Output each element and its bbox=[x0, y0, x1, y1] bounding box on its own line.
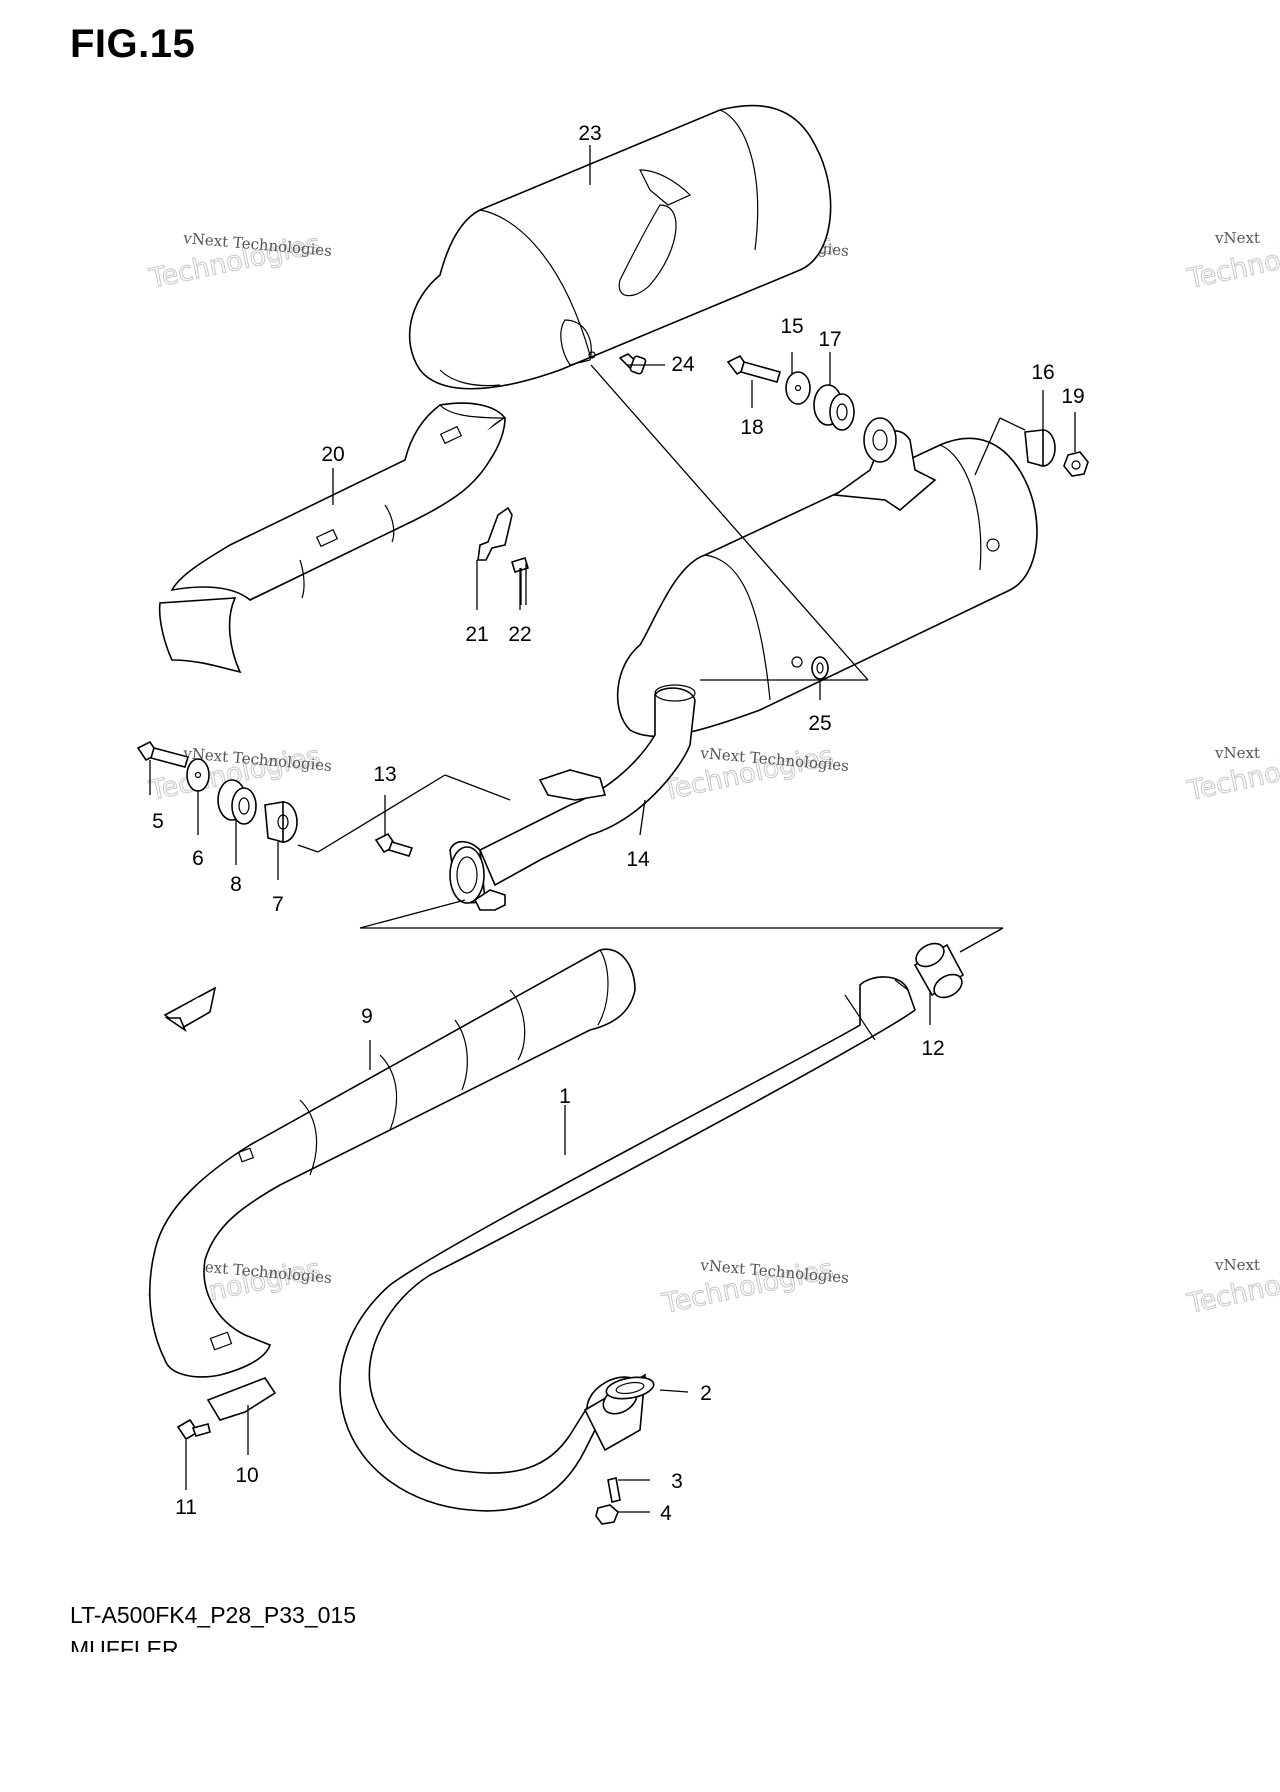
nut-19 bbox=[1063, 451, 1089, 477]
washer-15 bbox=[785, 371, 811, 405]
bolt-5 bbox=[136, 740, 190, 768]
bolt-11 bbox=[176, 1418, 211, 1441]
callout-4: 4 bbox=[660, 1502, 672, 1525]
callout-21: 21 bbox=[465, 623, 488, 646]
grommet-8 bbox=[217, 779, 257, 825]
stud-3 bbox=[607, 1477, 621, 1503]
callout-7: 7 bbox=[272, 893, 284, 916]
grommet-14b bbox=[863, 417, 897, 463]
grommet-17 bbox=[813, 384, 855, 431]
section-name: MUFFLER bbox=[70, 1636, 179, 1652]
callout-3: 3 bbox=[671, 1470, 683, 1493]
watermark-text: vNext bbox=[1214, 229, 1260, 247]
muffler-assembly-14 bbox=[449, 430, 1038, 911]
gasket-12 bbox=[913, 942, 965, 999]
watermark-tile-edge: Technologies vNext Technologies vNext Te… bbox=[1184, 228, 1280, 1321]
callout-8: 8 bbox=[230, 873, 242, 896]
callout-labels: 23 24 15 17 18 16 19 20 21 22 25 13 5 6 … bbox=[152, 122, 1085, 1525]
callout-10: 10 bbox=[235, 1464, 258, 1487]
callout-5: 5 bbox=[152, 810, 164, 833]
collar-16 bbox=[1024, 429, 1056, 468]
callout-9: 9 bbox=[361, 1005, 373, 1028]
collar-7 bbox=[264, 801, 298, 844]
exhaust-heat-shield-9 bbox=[149, 948, 636, 1378]
callout-24: 24 bbox=[671, 353, 695, 376]
pipe-heat-shield-20 bbox=[158, 402, 507, 674]
bolt-24 bbox=[618, 353, 647, 375]
fwd-direction-arrow: FWD bbox=[163, 986, 217, 1033]
muffler-heat-shield-23 bbox=[408, 104, 832, 390]
figure-title: FIG.15 bbox=[70, 22, 196, 66]
watermark-tile-6: Technologies vNext Technologies bbox=[659, 1253, 850, 1321]
callout-17: 17 bbox=[818, 328, 841, 351]
callout-13: 13 bbox=[373, 763, 396, 786]
washer-6 bbox=[186, 758, 210, 792]
watermark-text: vNext bbox=[1214, 744, 1260, 762]
callout-18: 18 bbox=[740, 416, 763, 439]
callout-20: 20 bbox=[321, 443, 344, 466]
callout-2: 2 bbox=[700, 1382, 712, 1405]
callout-11: 11 bbox=[175, 1496, 197, 1519]
bracket-21 bbox=[477, 506, 513, 561]
exhaust-pipe-1 bbox=[339, 976, 916, 1512]
callout-1: 1 bbox=[559, 1085, 571, 1108]
drawing-code: LT-A500FK4_P28_P33_015 bbox=[70, 1602, 357, 1628]
leader-lines bbox=[149, 145, 1076, 1513]
bolt-13 bbox=[374, 832, 414, 857]
bolt-18 bbox=[726, 354, 782, 383]
callout-23: 23 bbox=[578, 122, 601, 145]
callout-19: 19 bbox=[1061, 385, 1084, 408]
callout-6: 6 bbox=[192, 847, 204, 870]
callout-12: 12 bbox=[921, 1037, 944, 1060]
watermark-tile-1: Technologies vNext Technologies bbox=[146, 228, 333, 296]
watermark-text: vNext bbox=[1214, 1256, 1260, 1274]
nut-4 bbox=[595, 1504, 619, 1525]
bolt-22 bbox=[511, 556, 529, 605]
callout-25: 25 bbox=[808, 712, 831, 735]
callout-16: 16 bbox=[1031, 361, 1054, 384]
callout-15: 15 bbox=[780, 315, 803, 338]
callout-14: 14 bbox=[626, 848, 650, 871]
callout-22: 22 bbox=[508, 623, 531, 646]
bracket-10 bbox=[206, 1377, 277, 1421]
washer-25 bbox=[811, 656, 829, 680]
